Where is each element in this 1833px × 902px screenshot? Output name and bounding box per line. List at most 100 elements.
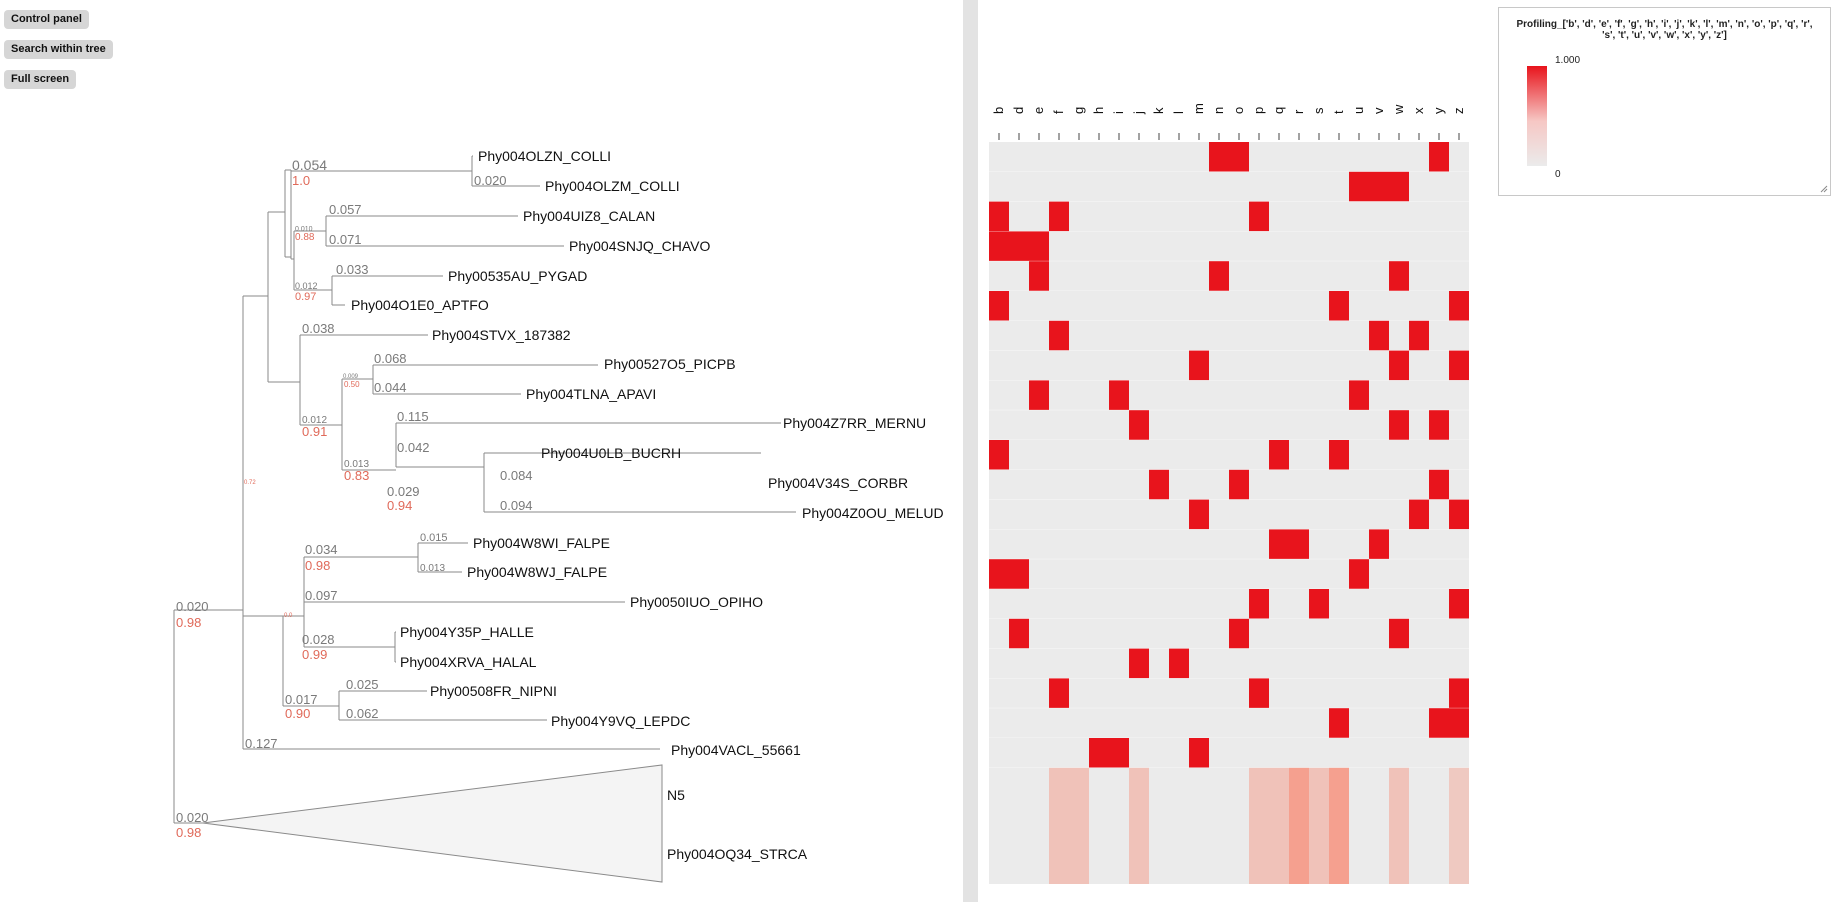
heatmap-cell[interactable] <box>1369 320 1389 351</box>
heatmap-cell[interactable] <box>1029 738 1049 768</box>
heatmap-cell[interactable] <box>1409 440 1429 470</box>
heatmap-cell[interactable] <box>1369 291 1389 321</box>
heatmap-cell[interactable] <box>1149 559 1169 589</box>
heatmap-cell[interactable] <box>1029 231 1049 262</box>
heatmap-cell[interactable] <box>1009 678 1029 709</box>
heatmap-cell[interactable] <box>1109 738 1129 768</box>
heatmap-cell[interactable] <box>1389 320 1409 351</box>
heatmap-cell[interactable] <box>1089 261 1109 291</box>
heatmap-cell[interactable] <box>1409 380 1429 411</box>
heatmap-cell[interactable] <box>1069 708 1089 738</box>
heatmap-cell[interactable] <box>1049 678 1069 709</box>
heatmap-cell[interactable] <box>1209 440 1229 470</box>
heatmap-cell[interactable] <box>1429 350 1449 381</box>
collapsed-clade-triangle[interactable] <box>202 764 663 883</box>
heatmap-collapsed-cell[interactable] <box>1329 767 1349 884</box>
heatmap-cell[interactable] <box>1229 559 1249 589</box>
heatmap-cell[interactable] <box>1429 380 1449 411</box>
heatmap-cell[interactable] <box>1029 529 1049 560</box>
heatmap-cell[interactable] <box>1169 320 1189 351</box>
heatmap-cell[interactable] <box>1069 291 1089 321</box>
heatmap-cell[interactable] <box>1409 171 1429 202</box>
heatmap-cell[interactable] <box>1409 738 1429 768</box>
heatmap-cell[interactable] <box>1229 708 1249 738</box>
heatmap-cell[interactable] <box>1269 618 1289 649</box>
heatmap-cell[interactable] <box>1009 171 1029 202</box>
heatmap-cell[interactable] <box>1329 499 1349 530</box>
heatmap-cell[interactable] <box>1209 410 1229 440</box>
heatmap-cell[interactable] <box>1389 291 1409 321</box>
collapsed-clade-leaf-label[interactable]: Phy004OQ34_STRCA <box>667 846 808 862</box>
heatmap-cell[interactable] <box>1229 738 1249 768</box>
heatmap-cell[interactable] <box>1329 589 1349 619</box>
heatmap-cell[interactable] <box>1309 589 1329 619</box>
heatmap-cell[interactable] <box>1409 469 1429 500</box>
heatmap-cell[interactable] <box>1429 589 1449 619</box>
heatmap-cell[interactable] <box>1049 201 1069 232</box>
heatmap-cell[interactable] <box>1209 708 1229 738</box>
tree-panel[interactable]: Control panel Search within tree Full sc… <box>0 0 963 902</box>
heatmap-cell[interactable] <box>1349 261 1369 291</box>
leaf-label[interactable]: Phy00527O5_PICPB <box>604 356 736 372</box>
heatmap-cell[interactable] <box>1309 440 1329 470</box>
heatmap-cell[interactable] <box>989 410 1009 440</box>
heatmap-cell[interactable] <box>1149 350 1169 381</box>
heatmap-cell[interactable] <box>1369 678 1389 709</box>
heatmap-cell[interactable] <box>1409 589 1429 619</box>
heatmap-cell[interactable] <box>1369 589 1389 619</box>
heatmap-cell[interactable] <box>1009 529 1029 560</box>
heatmap-cell[interactable] <box>1409 678 1429 709</box>
heatmap-cell[interactable] <box>1089 648 1109 679</box>
heatmap-cell[interactable] <box>1149 678 1169 709</box>
heatmap-cell[interactable] <box>1089 559 1109 589</box>
heatmap-cell[interactable] <box>1189 589 1209 619</box>
leaf-label[interactable]: Phy004Z7RR_MERNU <box>783 415 926 431</box>
leaf-label[interactable]: Phy0050IUO_OPIHO <box>630 594 763 610</box>
heatmap-cell[interactable] <box>1409 231 1429 262</box>
heatmap-cell[interactable] <box>1389 380 1409 411</box>
heatmap-cell[interactable] <box>1249 410 1269 440</box>
heatmap-cell[interactable] <box>1449 589 1469 619</box>
heatmap-cell[interactable] <box>1229 440 1249 470</box>
heatmap-cell[interactable] <box>1289 529 1309 560</box>
heatmap-cell[interactable] <box>1289 618 1309 649</box>
heatmap-cell[interactable] <box>1329 738 1349 768</box>
heatmap-cell[interactable] <box>1109 171 1129 202</box>
heatmap-cell[interactable] <box>1329 440 1349 470</box>
heatmap-cell[interactable] <box>1269 678 1289 709</box>
heatmap-cell[interactable] <box>1209 499 1229 530</box>
heatmap-collapsed-cell[interactable] <box>1449 767 1469 884</box>
heatmap-cell[interactable] <box>989 380 1009 411</box>
heatmap-cell[interactable] <box>1269 231 1289 262</box>
heatmap-cell[interactable] <box>1209 142 1229 172</box>
heatmap-cell[interactable] <box>1169 529 1189 560</box>
heatmap-cell[interactable] <box>1289 410 1309 440</box>
heatmap-cell[interactable] <box>1129 499 1149 530</box>
heatmap-cell[interactable] <box>1209 529 1229 560</box>
heatmap-cell[interactable] <box>1369 440 1389 470</box>
heatmap-cell[interactable] <box>1209 648 1229 679</box>
heatmap-cell[interactable] <box>1329 559 1349 589</box>
heatmap-cell[interactable] <box>1169 350 1189 381</box>
heatmap-cell[interactable] <box>1309 261 1329 291</box>
heatmap-cell[interactable] <box>1449 320 1469 351</box>
heatmap-cell[interactable] <box>1349 291 1369 321</box>
heatmap-cell[interactable] <box>1249 738 1269 768</box>
heatmap-cell[interactable] <box>1349 559 1369 589</box>
heatmap-cell[interactable] <box>1429 469 1449 500</box>
heatmap-cell[interactable] <box>1109 648 1129 679</box>
heatmap-cell[interactable] <box>1089 142 1109 172</box>
heatmap-cell[interactable] <box>1249 618 1269 649</box>
heatmap-cell[interactable] <box>1029 559 1049 589</box>
heatmap-cell[interactable] <box>1089 469 1109 500</box>
heatmap-cell[interactable] <box>1229 499 1249 530</box>
heatmap-cell[interactable] <box>1289 201 1309 232</box>
heatmap-cell[interactable] <box>1389 440 1409 470</box>
heatmap-cell[interactable] <box>1249 291 1269 321</box>
heatmap-cell[interactable] <box>1329 231 1349 262</box>
heatmap-cell[interactable] <box>1089 589 1109 619</box>
heatmap-cell[interactable] <box>1149 410 1169 440</box>
heatmap-cell[interactable] <box>1349 320 1369 351</box>
heatmap-cell[interactable] <box>1189 708 1209 738</box>
heatmap-cell[interactable] <box>1389 559 1409 589</box>
